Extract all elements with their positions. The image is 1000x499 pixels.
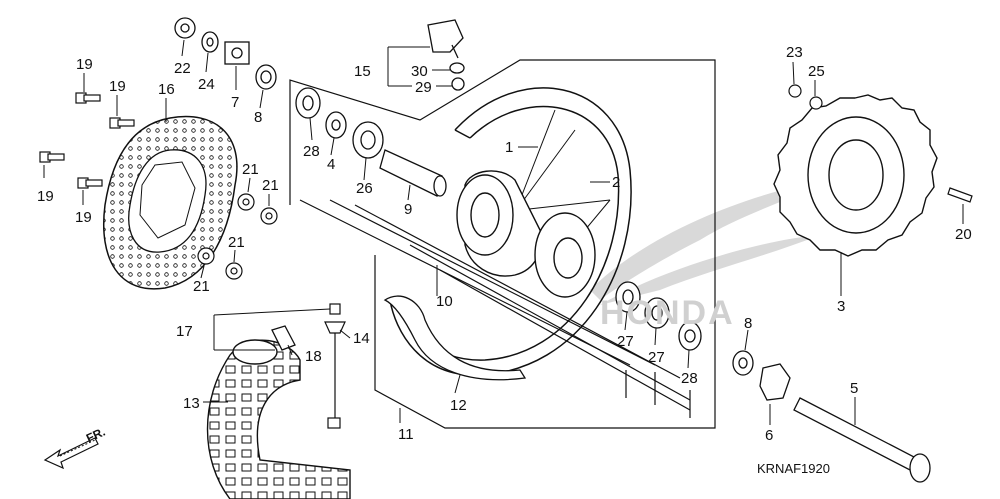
callout-20: 20 xyxy=(955,226,972,243)
valve-parts xyxy=(324,303,346,429)
callout-2: 2 xyxy=(612,174,621,191)
callout-19: 19 xyxy=(75,209,92,226)
callout-18: 18 xyxy=(305,348,322,365)
drawing-code: KRNAF1920 xyxy=(757,461,830,476)
leader-lines xyxy=(43,39,964,425)
callout-14: 14 xyxy=(353,330,370,347)
callout-28: 28 xyxy=(681,370,698,387)
callout-12: 12 xyxy=(450,397,467,414)
callout-15: 15 xyxy=(354,63,371,80)
assembly-frame xyxy=(289,59,716,429)
watermark-text: HONDA xyxy=(600,294,735,332)
rim-band xyxy=(383,295,527,381)
callout-4: 4 xyxy=(327,156,336,173)
callout-25: 25 xyxy=(808,63,825,80)
disc-bolts xyxy=(39,92,135,189)
rear-sprocket xyxy=(773,94,938,257)
callout-27: 27 xyxy=(648,349,665,366)
honda-watermark xyxy=(590,180,830,305)
callout-29: 29 xyxy=(415,79,432,96)
callout-1: 1 xyxy=(505,139,514,156)
callout-19: 19 xyxy=(109,78,126,95)
left-bearings xyxy=(295,87,447,197)
callout-22: 22 xyxy=(174,60,191,77)
front-direction-arrow xyxy=(43,437,99,470)
sprocket-nuts xyxy=(788,84,973,203)
callout-3: 3 xyxy=(837,298,846,315)
disc-nuts xyxy=(197,193,278,280)
axle-parts xyxy=(732,350,931,483)
callout-27: 27 xyxy=(617,333,634,350)
callout-21: 21 xyxy=(242,161,259,178)
callout-21: 21 xyxy=(228,234,245,251)
callout-28: 28 xyxy=(303,143,320,160)
callout-21: 21 xyxy=(262,177,279,194)
callout-21: 21 xyxy=(193,278,210,295)
callout-7: 7 xyxy=(231,94,240,111)
wheel-hub xyxy=(456,170,596,298)
callout-19: 19 xyxy=(37,188,54,205)
callout-30: 30 xyxy=(411,63,428,80)
callout-19: 19 xyxy=(76,56,93,73)
callout-5: 5 xyxy=(850,380,859,397)
right-bearings xyxy=(615,281,702,351)
callout-16: 16 xyxy=(158,81,175,98)
callout-9: 9 xyxy=(404,201,413,218)
hub-small-parts xyxy=(174,17,277,90)
inner-tube xyxy=(271,325,296,351)
callout-8: 8 xyxy=(254,109,263,126)
callout-8: 8 xyxy=(744,315,753,332)
chain-adjuster-top xyxy=(427,19,465,91)
callout-23: 23 xyxy=(786,44,803,61)
callout-17: 17 xyxy=(176,323,193,340)
brake-disc xyxy=(103,115,238,290)
callout-24: 24 xyxy=(198,76,215,93)
callout-26: 26 xyxy=(356,180,373,197)
callout-6: 6 xyxy=(765,427,774,444)
callout-10: 10 xyxy=(436,293,453,310)
callout-11: 11 xyxy=(398,426,414,443)
callout-13: 13 xyxy=(183,395,200,412)
